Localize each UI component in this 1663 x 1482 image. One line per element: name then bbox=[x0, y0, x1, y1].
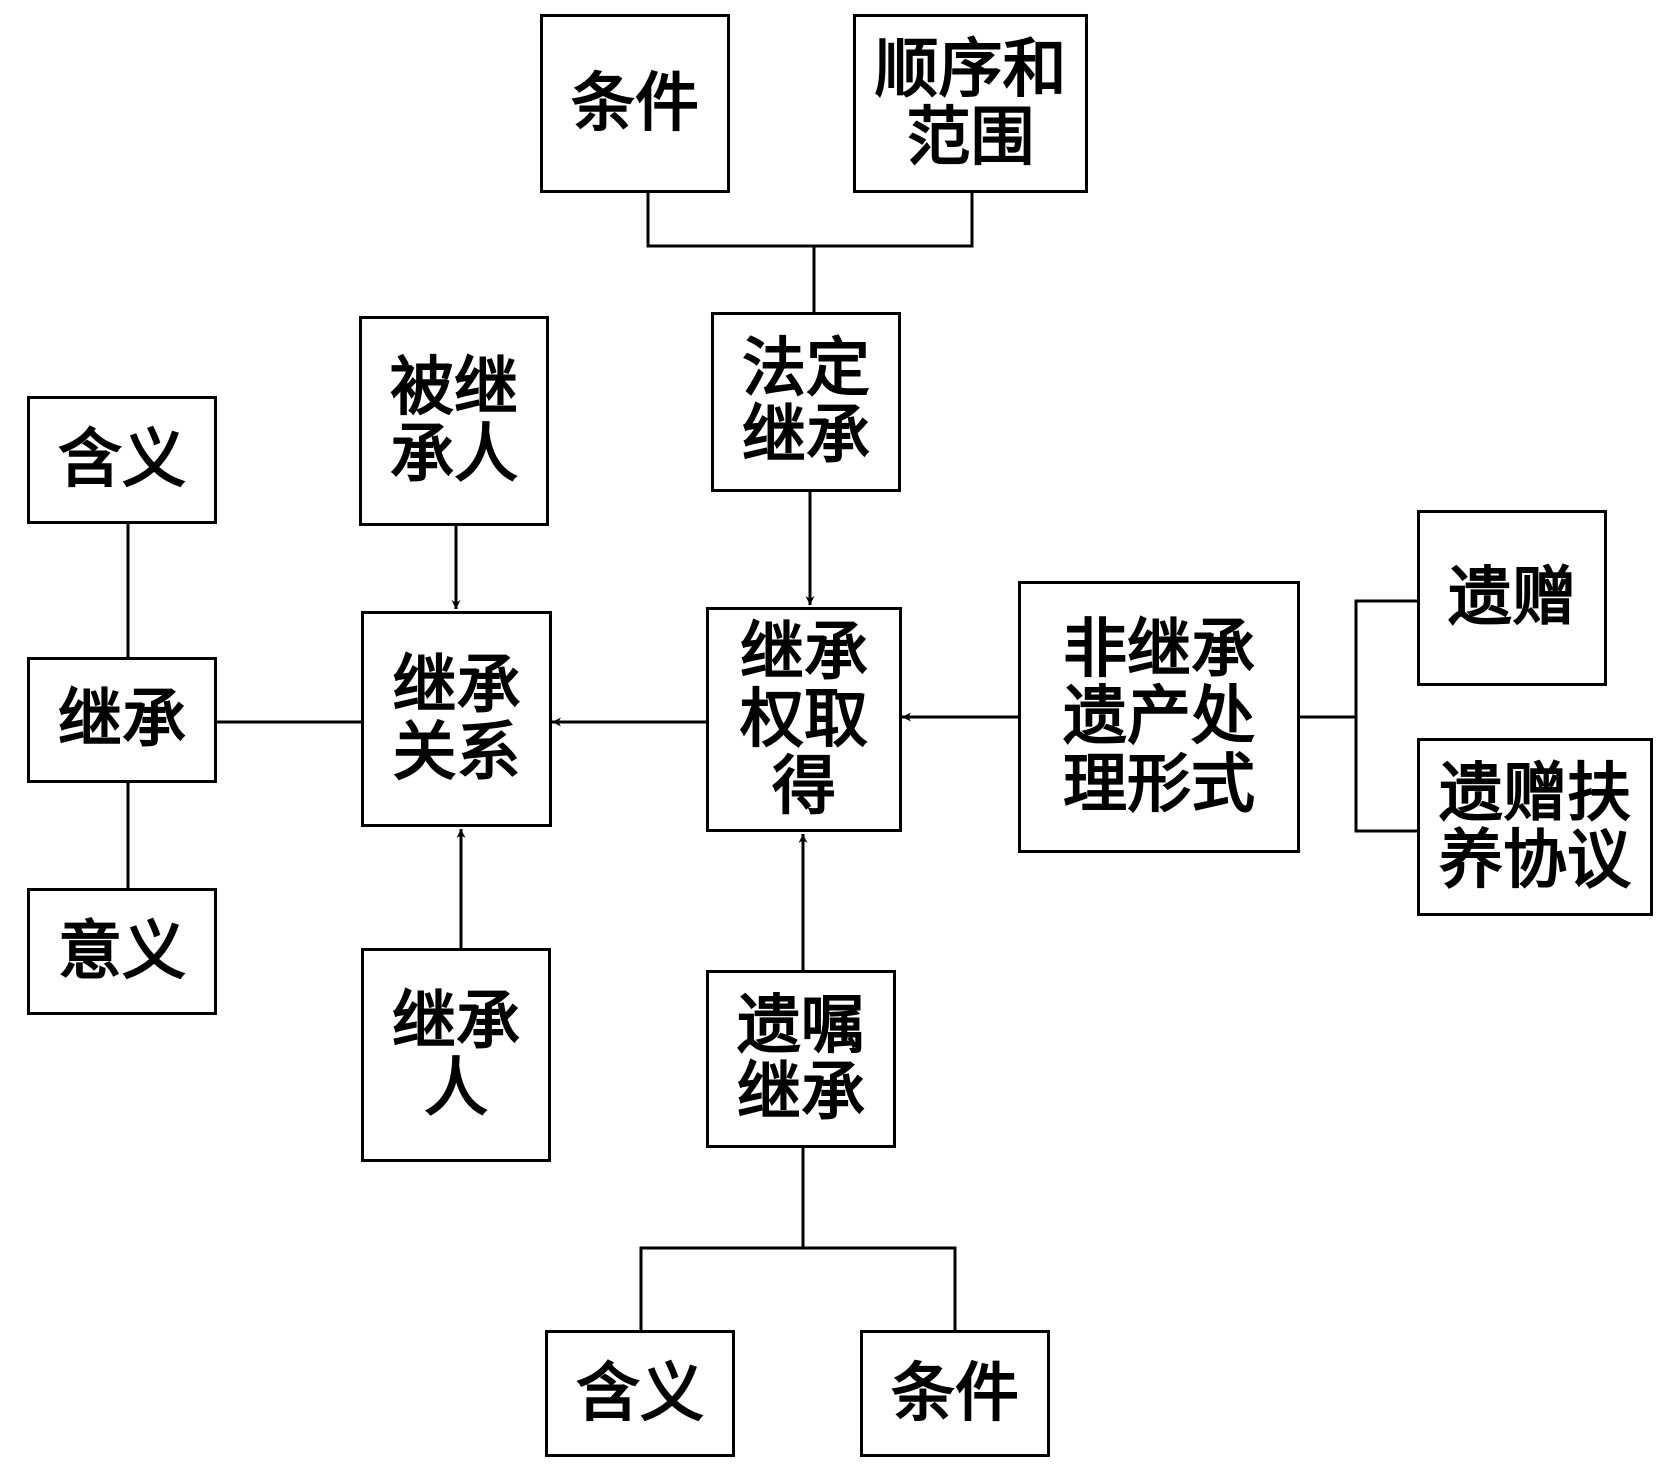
node-label: 条件 bbox=[891, 1355, 1019, 1431]
node-label: 被继承人 bbox=[390, 349, 518, 492]
node-label: 顺序和范围 bbox=[874, 32, 1067, 175]
node-label: 继承关系 bbox=[392, 647, 521, 790]
node-conditions-bottom: 条件 bbox=[860, 1330, 1050, 1457]
node-meaning-left: 含义 bbox=[27, 396, 217, 524]
node-decedent: 被继承人 bbox=[359, 316, 549, 526]
node-meaning-bottom: 含义 bbox=[545, 1330, 735, 1457]
node-label: 遗赠 bbox=[1448, 560, 1576, 636]
node-label: 法定继承 bbox=[742, 330, 870, 473]
node-statutory-inheritance: 法定继承 bbox=[711, 312, 901, 492]
node-label: 遗嘱继承 bbox=[737, 987, 865, 1130]
node-label: 继承权取得 bbox=[740, 614, 868, 825]
node-label: 意义 bbox=[58, 913, 186, 989]
connector-top-bracket bbox=[646, 193, 974, 248]
node-order-and-scope: 顺序和范围 bbox=[853, 14, 1088, 193]
node-label: 非继承遗产处理形式 bbox=[1063, 612, 1255, 822]
node-testamentary-inheritance: 遗嘱继承 bbox=[706, 970, 896, 1148]
node-inheritance-relationship: 继承关系 bbox=[361, 611, 552, 827]
node-non-inheritance-estate-handling: 非继承遗产处理形式 bbox=[1018, 581, 1300, 853]
node-acquisition-of-inheritance-right: 继承权取得 bbox=[706, 607, 902, 832]
node-label: 条件 bbox=[571, 65, 699, 141]
node-significance: 意义 bbox=[27, 888, 217, 1015]
connector-bottom-bracket bbox=[639, 1246, 957, 1330]
node-heir: 继承人 bbox=[361, 948, 551, 1162]
node-label: 继承 bbox=[58, 682, 186, 758]
node-inheritance: 继承 bbox=[27, 657, 217, 783]
connector-right-bracket bbox=[1354, 599, 1417, 833]
node-bequest: 遗赠 bbox=[1417, 510, 1607, 686]
node-label: 继承人 bbox=[392, 983, 520, 1126]
node-label: 含义 bbox=[58, 422, 186, 498]
node-label: 含义 bbox=[576, 1355, 704, 1431]
node-label: 遗赠扶养协议 bbox=[1439, 755, 1631, 898]
node-bequest-support-agreement: 遗赠扶养协议 bbox=[1417, 738, 1653, 916]
node-conditions-top: 条件 bbox=[540, 14, 730, 193]
